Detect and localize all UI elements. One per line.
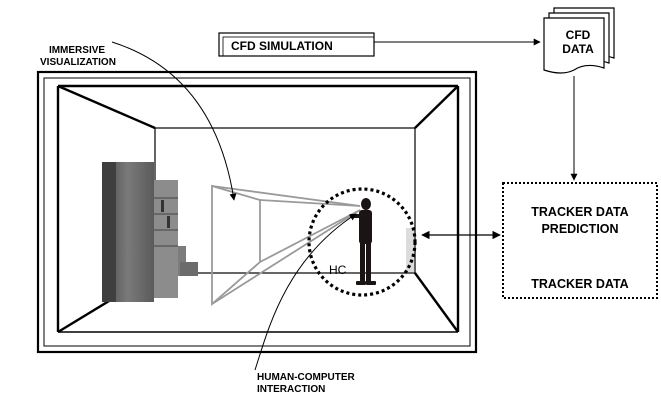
room-edge-bottom-right bbox=[414, 272, 459, 333]
tracker-prediction-line1: TRACKER DATA bbox=[531, 205, 629, 219]
hc-label: HC bbox=[329, 263, 347, 277]
room-edge-top-right bbox=[414, 85, 459, 129]
hci-label-line1: HUMAN-COMPUTER bbox=[257, 372, 355, 383]
cfd-data-label: CFD DATA bbox=[554, 28, 602, 56]
room-edge-top-left bbox=[57, 84, 156, 130]
cfd-simulation-label: CFD SIMULATION bbox=[231, 39, 333, 53]
arrow-hci-pointer bbox=[254, 213, 357, 371]
tracker-data-label: TRACKER DATA bbox=[531, 277, 629, 291]
immersive-label-line1: IMMERSIVE bbox=[48, 45, 106, 56]
immersive-label-line2: VISUALIZATION bbox=[40, 57, 116, 68]
cfd-data-label-line2: DATA bbox=[562, 42, 594, 56]
wall-highlight bbox=[406, 228, 414, 272]
room-outer-frame bbox=[36, 70, 478, 354]
immersive-label: IMMERSIVE VISUALIZATION bbox=[40, 45, 116, 69]
hci-label-line2: INTERACTION bbox=[257, 384, 326, 395]
tracker-prediction-line2: PREDICTION bbox=[541, 222, 619, 236]
visualization-frustum bbox=[211, 184, 361, 306]
cfd-data-document-stack bbox=[543, 7, 615, 74]
room-inner-frame bbox=[43, 77, 471, 347]
person-figure bbox=[350, 198, 376, 285]
arrow-immersive-pointer bbox=[111, 41, 237, 201]
hc-dotted-circle bbox=[307, 187, 417, 297]
room-back-wall bbox=[154, 127, 416, 274]
shelf-unit bbox=[102, 162, 198, 302]
cfd-data-label-line1: CFD bbox=[565, 28, 591, 42]
hci-label: HUMAN-COMPUTER INTERACTION bbox=[257, 372, 355, 396]
tracker-prediction-box bbox=[502, 182, 658, 299]
tracker-prediction-label: TRACKER DATA PREDICTION bbox=[505, 204, 655, 238]
